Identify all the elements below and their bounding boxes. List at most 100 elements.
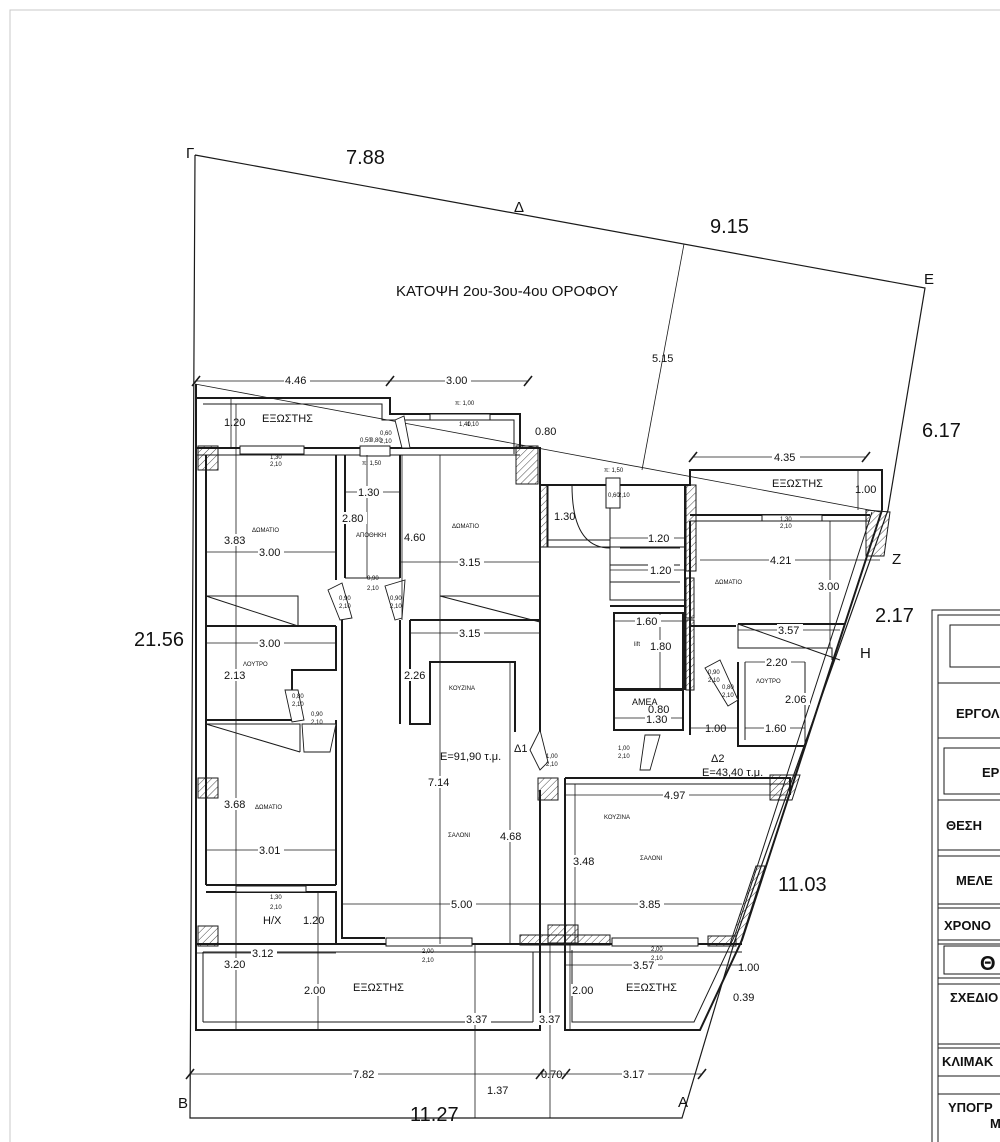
wardrobe-bedroom1 bbox=[206, 595, 299, 626]
window-6 bbox=[385, 937, 473, 947]
dim-4-21: 4.21 bbox=[770, 555, 791, 567]
corner-zeta: Ζ bbox=[892, 551, 901, 568]
dim-3-37-left: 3.37 bbox=[466, 1014, 487, 1026]
svg-text:2,10: 2,10 bbox=[546, 762, 558, 768]
svg-text:π: 1,50: π: 1,50 bbox=[362, 461, 382, 467]
dim-0-39: 0.39 bbox=[733, 992, 754, 1004]
column-15 bbox=[707, 935, 737, 947]
svg-text:0,90: 0,90 bbox=[367, 576, 379, 582]
corner-eta: Η bbox=[860, 645, 871, 662]
svg-text:2,10: 2,10 bbox=[780, 524, 792, 530]
window-8 bbox=[359, 445, 391, 457]
svg-text:1,10: 1,10 bbox=[467, 422, 479, 428]
svg-text:1,00: 1,00 bbox=[618, 746, 630, 752]
column-13 bbox=[769, 774, 801, 801]
label-living-2: ΣΑΛΟΝΙ bbox=[640, 856, 663, 862]
label-kitchen-1: ΚΟΥΖΙΝΑ bbox=[449, 686, 475, 692]
dim-boundary-right-lower: 11.03 bbox=[778, 874, 827, 896]
dim-2-20: 2.20 bbox=[766, 657, 787, 669]
label-living-1: ΣΑΛΟΝΙ bbox=[448, 833, 471, 839]
dim-3-15-a: 3.15 bbox=[459, 557, 480, 569]
building-inner-top bbox=[203, 403, 515, 454]
corner-alpha: Α bbox=[678, 1094, 688, 1111]
dim-3-15-b: 3.15 bbox=[459, 628, 480, 640]
wall-bath2 bbox=[737, 662, 805, 747]
dim-3-00-top: 3.00 bbox=[446, 375, 467, 387]
wardrobe-bedroom2 bbox=[206, 723, 301, 752]
dim-1-60-bath: 1.60 bbox=[765, 723, 786, 735]
window-5 bbox=[235, 885, 307, 893]
svg-text:2,10: 2,10 bbox=[270, 905, 282, 911]
dim-1-80: 1.80 bbox=[650, 641, 671, 653]
svg-text:2,00: 2,00 bbox=[422, 949, 434, 955]
svg-text:2,10: 2,10 bbox=[722, 693, 734, 699]
svg-text:0,90: 0,90 bbox=[339, 596, 351, 602]
construction-line-5-15 bbox=[641, 243, 685, 471]
dim-1-30-stair: 1.30 bbox=[554, 511, 575, 523]
corner-gamma: Γ bbox=[186, 145, 194, 162]
dim-2-80: 2.80 bbox=[342, 513, 363, 525]
title-block-row6: Θ bbox=[980, 953, 996, 975]
dim-boundary-right-mid: 2.17 bbox=[875, 605, 914, 627]
wall-corridor bbox=[341, 620, 385, 939]
label-balcony-bottom-left: ΕΞΩΣΤΗΣ bbox=[353, 982, 404, 994]
svg-text:π: 1,50: π: 1,50 bbox=[604, 468, 624, 474]
dimension-labels: 4.46 3.00 0.80 1.20 3.83 3.00 1.30 2.80 … bbox=[223, 374, 876, 1097]
svg-text:2,10: 2,10 bbox=[422, 958, 434, 964]
dim-3-48: 3.48 bbox=[573, 856, 594, 868]
label-kitchen-2: ΚΟΥΖΙΝΑ bbox=[604, 815, 630, 821]
wardrobe-bedroom3 bbox=[737, 624, 833, 660]
door-bedroom2 bbox=[301, 723, 337, 753]
dim-4-60: 4.60 bbox=[404, 532, 425, 544]
dim-3-00-bath: 3.00 bbox=[259, 638, 280, 650]
dim-1-20-top: 1.20 bbox=[224, 417, 245, 429]
window-2 bbox=[429, 413, 491, 421]
dim-boundary-bottom: 11.27 bbox=[410, 1104, 459, 1126]
dim-3-57-top: 3.57 bbox=[778, 625, 799, 637]
column-5 bbox=[539, 484, 549, 548]
label-balcony-bottom-right: ΕΞΩΣΤΗΣ bbox=[626, 982, 677, 994]
dim-0-70: 0.70 bbox=[541, 1069, 562, 1081]
dim-3-68: 3.68 bbox=[224, 799, 245, 811]
svg-text:1,30: 1,30 bbox=[780, 517, 792, 523]
column-1 bbox=[197, 445, 219, 471]
dim-boundary-top-right: 9.15 bbox=[710, 216, 749, 238]
svg-text:1,30: 1,30 bbox=[270, 455, 282, 461]
column-12 bbox=[865, 509, 891, 557]
dim-1-20-stair-a: 1.20 bbox=[648, 533, 669, 545]
svg-text:0,50: 0,50 bbox=[360, 438, 372, 444]
corner-beta: Β bbox=[178, 1095, 188, 1112]
label-bedroom-3: ΔΩΜΑΤΙΟ bbox=[715, 580, 742, 586]
dim-3-00-bed: 3.00 bbox=[259, 547, 280, 559]
svg-text:2,10: 2,10 bbox=[380, 439, 392, 445]
dim-1-00-top: 1.00 bbox=[855, 484, 876, 496]
svg-text:0,80: 0,80 bbox=[370, 438, 382, 444]
label-bathroom-1: ΛΟΥΤΡΟ bbox=[243, 662, 268, 668]
svg-text:0,60: 0,60 bbox=[608, 493, 620, 499]
dim-5-00: 5.00 bbox=[451, 899, 472, 911]
window-1 bbox=[239, 445, 305, 455]
dim-4-35: 4.35 bbox=[774, 452, 795, 464]
column-6 bbox=[685, 484, 697, 572]
sheet-frame bbox=[9, 9, 1000, 1142]
dim-3-01: 3.01 bbox=[259, 845, 280, 857]
label-balcony-top-left: ΕΞΩΣΤΗΣ bbox=[262, 413, 313, 425]
svg-text:2,10: 2,10 bbox=[367, 586, 379, 592]
dim-2-06: 2.06 bbox=[785, 694, 806, 706]
label-balcony-top-right: ΕΞΩΣΤΗΣ bbox=[772, 478, 823, 490]
dim-3-00-right: 3.00 bbox=[818, 581, 839, 593]
dim-boundary-top-left: 7.88 bbox=[346, 147, 385, 169]
column-2 bbox=[197, 777, 219, 799]
dim-4-46: 4.46 bbox=[285, 375, 306, 387]
dim-2-00-right: 2.00 bbox=[572, 985, 593, 997]
dim-1-30-storage: 1.30 bbox=[358, 487, 379, 499]
title-block-row5: ΧΡΟΝΟ bbox=[944, 918, 991, 933]
svg-text:0,60: 0,60 bbox=[380, 431, 392, 437]
plan-title: ΚΑΤΟΨΗ 2ου-3ου-4ου ΟΡΟΦΟΥ bbox=[396, 283, 618, 300]
dim-1-00-bottom: 1.00 bbox=[738, 962, 759, 974]
wardrobe-bedroom1-diag bbox=[205, 595, 299, 627]
door-bedroom1 bbox=[327, 582, 353, 621]
title-block: ΕΡΓΟΛ ΕΡ ΘΕΣΗ ΜΕΛΕ ΧΡΟΝΟ Θ ΣΧΕΔΙΟ ΚΛΙΜΑΚ… bbox=[931, 609, 1000, 1142]
dim-boundary-right-upper: 6.17 bbox=[922, 420, 961, 442]
